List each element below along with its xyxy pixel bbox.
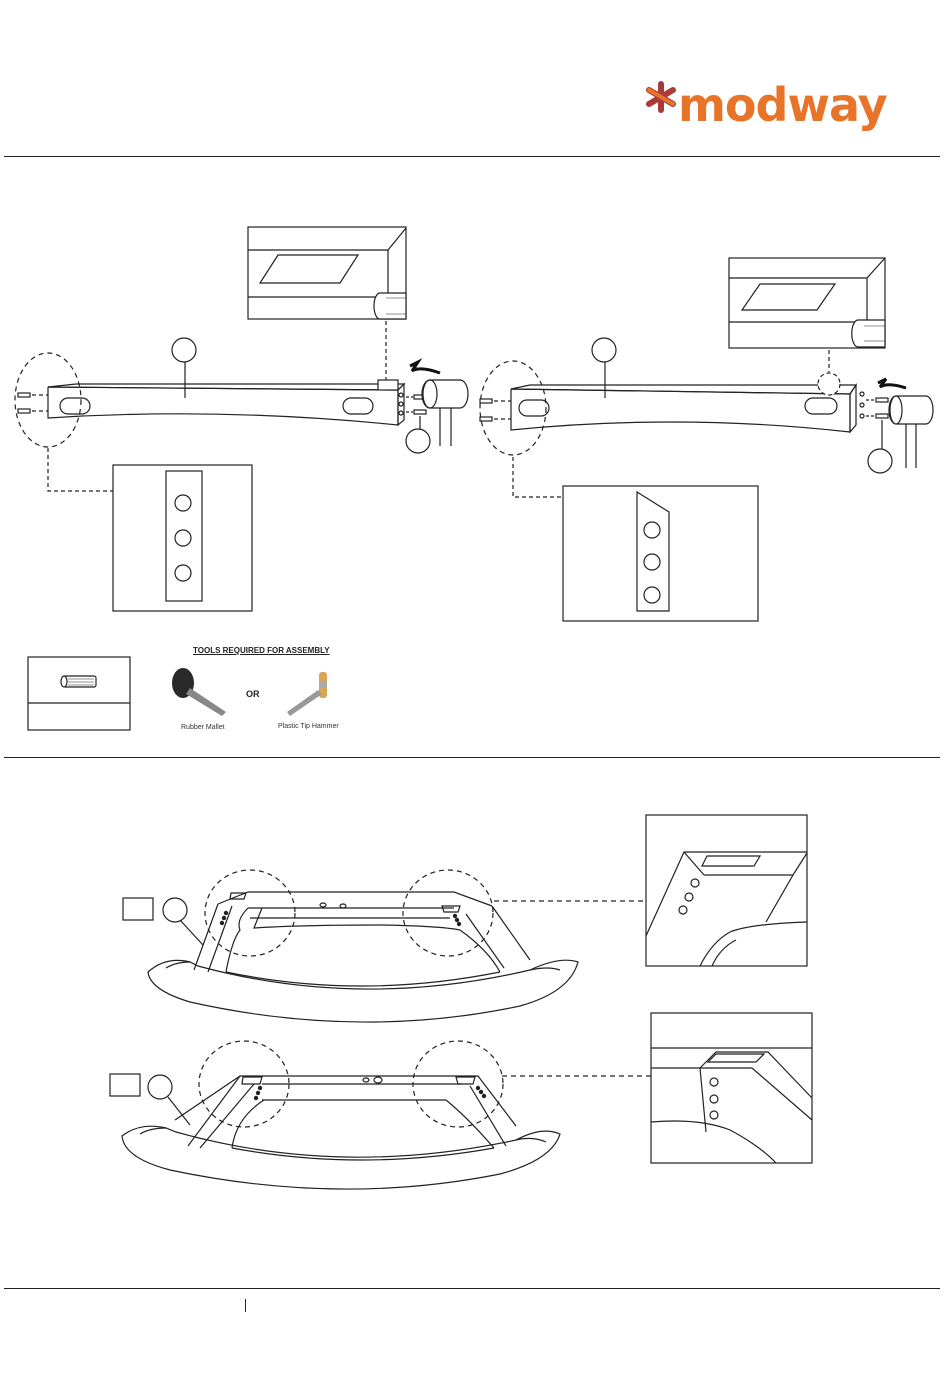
frame-assembly-1 — [123, 870, 646, 1022]
hardware-box — [28, 657, 130, 730]
detail-box-top-left — [248, 227, 406, 319]
frame-assembly-2 — [110, 1041, 651, 1189]
plastic-tip-hammer-label: Plastic Tip Hammer — [278, 723, 339, 730]
rubber-mallet-label: Rubber Mallet — [181, 724, 225, 731]
wooden-dowel-icon — [61, 676, 96, 687]
right-rail-step — [480, 258, 933, 621]
detail-box-bottom-right — [563, 486, 758, 621]
frame-detail-box-2 — [651, 1013, 812, 1163]
frame-detail-box-1 — [646, 815, 807, 966]
tools-or-label: OR — [246, 689, 260, 699]
tools-required-title: TOOLS REQUIRED FOR ASSEMBLY — [193, 646, 330, 655]
right-rail — [511, 338, 864, 432]
right-rail-end-dowels — [480, 361, 546, 455]
detail-box-bottom-left — [113, 465, 252, 611]
left-rail-step — [15, 227, 468, 611]
rubber-mallet-icon — [172, 668, 226, 716]
detail-box-top-right — [729, 258, 885, 348]
right-rail-dowels-right — [866, 398, 892, 473]
left-rail — [48, 338, 404, 425]
plastic-tip-hammer-icon — [287, 672, 327, 716]
